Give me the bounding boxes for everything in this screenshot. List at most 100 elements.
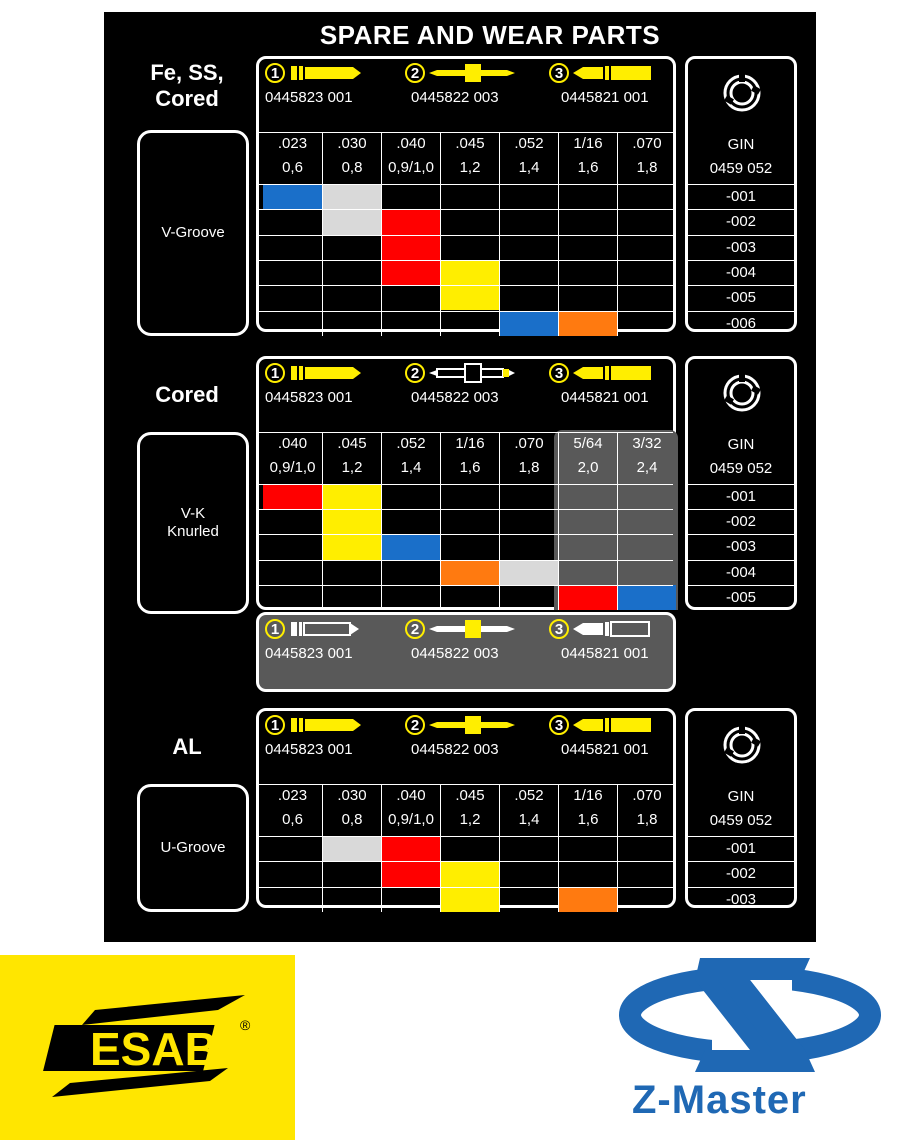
groove-type-line: Knurled xyxy=(167,523,219,540)
parts-fe-part-3: 3 xyxy=(549,63,663,83)
groove-type-box-fe: V-Groove xyxy=(137,130,249,336)
table-col-line xyxy=(617,184,618,336)
groove-type-label: V-Groove xyxy=(161,224,224,242)
yellow-contact-tip-icon xyxy=(291,66,361,80)
feed-roll-icon xyxy=(723,74,761,112)
wire-size-mm: 1,4 xyxy=(518,811,540,828)
part-number-circle: 2 xyxy=(405,619,425,639)
wire-size-header: .023 0,6 xyxy=(263,784,322,836)
wire-size-mm: 1,6 xyxy=(577,811,599,828)
wire-size-inch: .023 xyxy=(277,135,308,152)
table-top-line xyxy=(259,784,673,785)
part-number-circle: 3 xyxy=(549,715,569,735)
wire-size-mm: 1,8 xyxy=(518,459,540,476)
wire-size-inch: .052 xyxy=(514,135,544,152)
table-row-line xyxy=(259,559,673,561)
feed-roll-icon xyxy=(723,726,761,764)
wire-size-inch: .030 xyxy=(337,135,367,152)
table-row-line xyxy=(259,584,673,586)
yellow-outlet-tube-icon xyxy=(573,366,651,380)
compatibility-cell-blue xyxy=(499,310,558,336)
part-number-circle: 3 xyxy=(549,63,569,83)
wire-size-mm: 1,4 xyxy=(518,159,540,176)
compatibility-cell-orange xyxy=(558,886,617,912)
gin-suffix-row: -001 xyxy=(688,836,794,861)
wire-size-inch: 5/64 xyxy=(573,435,603,452)
large-wire-gray-area xyxy=(554,430,678,610)
section-label-fe: Fe, SS,Cored xyxy=(122,60,252,112)
wire-size-inch: .070 xyxy=(514,435,544,452)
wire-size-inch: 1/16 xyxy=(573,787,603,804)
yellow-intermediate-tube-icon xyxy=(429,64,515,82)
wire-size-mm: 0,6 xyxy=(282,159,303,176)
compatibility-cell-light_gray xyxy=(322,209,381,235)
wire-size-header: .070 1,8 xyxy=(499,432,558,484)
parts-fe-part-1: 1 xyxy=(265,63,379,83)
compatibility-cell-red xyxy=(381,209,440,235)
gin-title: GIN xyxy=(727,436,755,453)
section-label-line: Cored xyxy=(155,86,219,111)
wire-size-inch: .040 xyxy=(277,435,308,452)
compatibility-cell-yellow xyxy=(322,484,381,510)
compatibility-cell-yellow xyxy=(322,534,381,560)
parts-fe-part-2: 2 xyxy=(405,63,519,83)
wire-size-inch: 3/32 xyxy=(632,435,662,452)
part-number-label: 0445822 003 xyxy=(411,89,499,106)
gin-title: GIN xyxy=(727,788,755,805)
table-col-line xyxy=(381,484,382,610)
part-number-circle: 1 xyxy=(265,63,285,83)
compatibility-cell-yellow xyxy=(440,886,499,912)
part-number-label: 0445821 001 xyxy=(561,389,649,406)
part-number-label: 0445821 001 xyxy=(561,741,649,758)
chart-title: SPARE AND WEAR PARTS xyxy=(319,20,661,50)
section-label-al: AL xyxy=(122,734,252,760)
compatibility-cell-light_gray xyxy=(499,559,558,585)
table-row-line xyxy=(259,534,673,536)
wire-size-inch: .023 xyxy=(277,787,308,804)
table-col-line xyxy=(440,484,441,610)
part-number-circle: 1 xyxy=(265,619,285,639)
parts-cored-part-3: 3 xyxy=(549,363,663,383)
table-row-line xyxy=(259,509,673,511)
table-col-line xyxy=(499,484,500,610)
gin-suffix-row: -006 xyxy=(688,310,794,336)
gin-suffix-row: -002 xyxy=(688,209,794,234)
wire-size-inch: .070 xyxy=(632,787,662,804)
alt-parts-cored-part-2: 2 xyxy=(405,619,519,639)
table-row-line xyxy=(259,234,673,236)
table-col-line xyxy=(381,836,382,912)
part-number-label: 0445822 003 xyxy=(411,645,499,662)
wire-size-inch: .030 xyxy=(337,787,367,804)
part-number-label: 0445823 001 xyxy=(265,741,353,758)
section-label-cored: Cored xyxy=(122,382,252,408)
alt-parts-cored-part-1: 1 xyxy=(265,619,379,639)
outlined-contact-tip-icon xyxy=(291,622,359,636)
section-label-line: AL xyxy=(172,734,202,759)
wire-size-mm: 0,6 xyxy=(282,811,303,828)
part-number-circle: 2 xyxy=(405,63,425,83)
wire-size-header: .023 0,6 xyxy=(263,132,322,184)
compatibility-cell-blue xyxy=(381,534,440,560)
table-row-line xyxy=(259,484,673,485)
table-col-line xyxy=(440,836,441,912)
parts-al-part-1: 1 xyxy=(265,715,379,735)
yellow-contact-tip-icon xyxy=(291,366,361,380)
table-col-line xyxy=(558,836,559,912)
esab-logo: ESAB ® xyxy=(0,955,295,1140)
wire-size-mm: 1,8 xyxy=(636,811,658,828)
table-col-line xyxy=(499,184,500,336)
gin-suffix-row: -003 xyxy=(688,534,794,559)
yellow-intermediate-tube-icon xyxy=(429,716,515,734)
wire-size-inch: .045 xyxy=(455,787,485,804)
